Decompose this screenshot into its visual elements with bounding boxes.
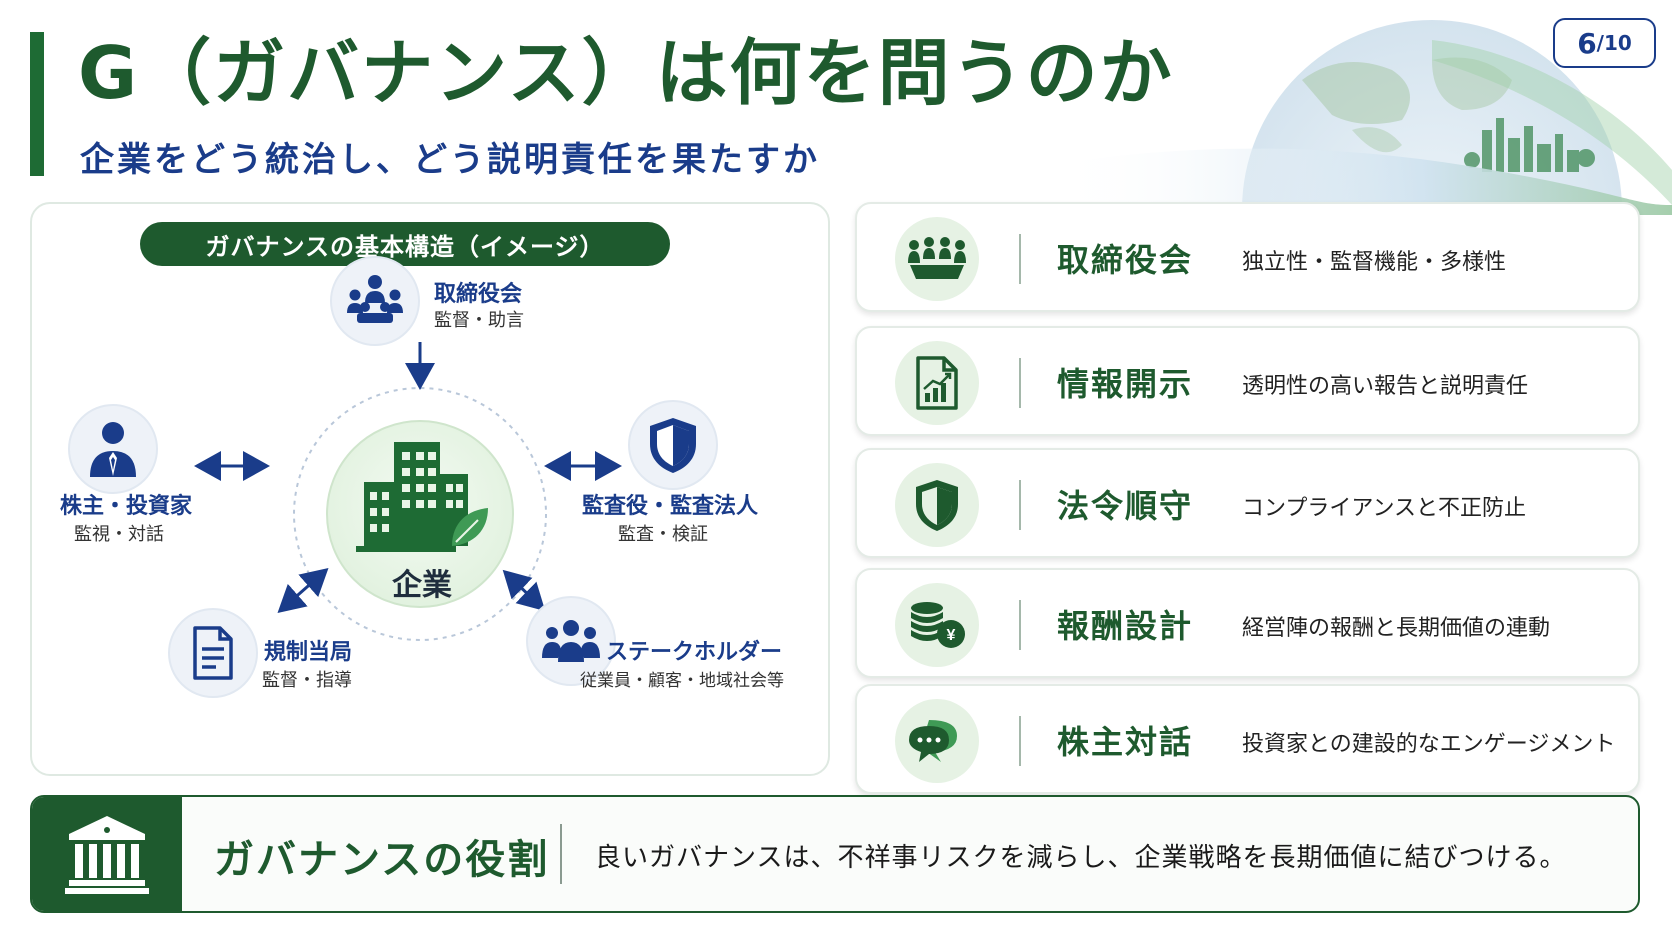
institution-icon [65, 816, 149, 894]
people-group-icon [542, 620, 600, 662]
shield-icon [916, 480, 958, 531]
chat-bubbles-icon [909, 720, 957, 762]
role-icon-box [32, 797, 182, 911]
item-icon-circle [895, 217, 979, 301]
regulators-node-sub: 監督・指導 [262, 670, 352, 691]
item-label: 法令順守 [1057, 487, 1194, 525]
item-icon-circle [895, 341, 979, 425]
item-separator [1019, 716, 1021, 766]
diagram-header: ガバナンスの基本構造（イメージ） [140, 222, 670, 266]
title-accent-bar [30, 32, 44, 176]
auditors-node-sub: 監査・検証 [618, 524, 708, 545]
globe-city-decoration [1052, 20, 1672, 215]
stakeholders-node-icon [526, 596, 616, 686]
item-separator [1019, 600, 1021, 650]
item-description: 投資家との建設的なエンゲージメント [1242, 732, 1616, 757]
item-icon-circle: ¥ [895, 583, 979, 667]
item-description: 独立性・監督機能・多様性 [1242, 250, 1507, 275]
page-total: /10 [1596, 31, 1632, 55]
item-description: 経営陣の報酬と長期価値の連動 [1242, 616, 1551, 641]
regulators-node-title: 規制当局 [264, 640, 353, 665]
arrow-regulators-company [277, 568, 329, 613]
item-separator [1019, 480, 1021, 530]
stakeholders-node-sub: 従業員・顧客・地域社会等 [580, 671, 784, 691]
page-indicator: 6 /10 [1553, 18, 1656, 68]
board-meeting-icon [347, 275, 403, 323]
board-node-sub: 監督・助言 [434, 310, 524, 331]
auditors-node-title: 監査役・監査法人 [582, 494, 759, 519]
diagram-connectors [194, 342, 622, 641]
item-separator [1019, 234, 1021, 284]
item-icon-circle [895, 463, 979, 547]
company-hub: 企業 [326, 420, 514, 608]
shareholders-node-sub: 監視・対話 [74, 524, 164, 545]
shield-icon [650, 418, 696, 473]
auditors-node-icon [628, 400, 718, 490]
item-description: 透明性の高い報告と説明責任 [1242, 374, 1529, 399]
building-leaf-icon [356, 442, 488, 552]
company-label: 企業 [392, 568, 452, 603]
coins-yen-icon: ¥ [911, 602, 965, 648]
item-icon-circle [895, 699, 979, 783]
item-label: 情報開示 [1057, 365, 1194, 403]
arrow-stakeholders-company [502, 569, 546, 612]
page-current: 6 [1577, 26, 1597, 60]
shareholders-node-title: 株主・投資家 [60, 494, 193, 519]
board-meeting-icon [908, 237, 966, 279]
page-subtitle: 企業をどう統治し、どう説明責任を果たすか [80, 140, 820, 180]
shareholders-node-icon [68, 404, 158, 494]
stakeholders-node-title: ステークホルダー [606, 640, 783, 665]
page-title: G（ガバナンス）は何を問うのか [78, 31, 1174, 115]
governance-structure-panel: ガバナンスの基本構造（イメージ） [30, 202, 830, 776]
item-card-disclosure: 情報開示 透明性の高い報告と説明責任 [855, 326, 1640, 436]
item-card-compensation: ¥ 報酬設計 経営陣の報酬と長期価値の連動 [855, 568, 1640, 678]
item-label: 取締役会 [1057, 241, 1194, 279]
role-title: ガバナンスの役割 [214, 837, 550, 883]
item-label: 株主対話 [1057, 723, 1194, 761]
board-node-title: 取締役会 [434, 282, 523, 307]
svg-text:¥: ¥ [947, 627, 956, 644]
document-icon [193, 626, 233, 680]
item-separator [1019, 358, 1021, 408]
item-card-board: 取締役会 独立性・監督機能・多様性 [855, 202, 1640, 312]
governance-role-banner: ガバナンスの役割 良いガバナンスは、不祥事リスクを減らし、企業戦略を長期価値に結… [30, 795, 1640, 913]
item-card-dialogue: 株主対話 投資家との建設的なエンゲージメント [855, 684, 1640, 794]
report-chart-icon [916, 356, 958, 410]
regulators-node-icon [168, 608, 258, 698]
board-node-icon [330, 256, 420, 346]
item-card-compliance: 法令順守 コンプライアンスと不正防止 [855, 448, 1640, 558]
role-separator [560, 824, 562, 884]
item-description: コンプライアンスと不正防止 [1242, 496, 1527, 521]
businessman-icon [90, 422, 136, 477]
item-label: 報酬設計 [1057, 607, 1194, 645]
role-text: 良いガバナンスは、不祥事リスクを減らし、企業戦略を長期価値に結びつける。 [595, 843, 1567, 873]
